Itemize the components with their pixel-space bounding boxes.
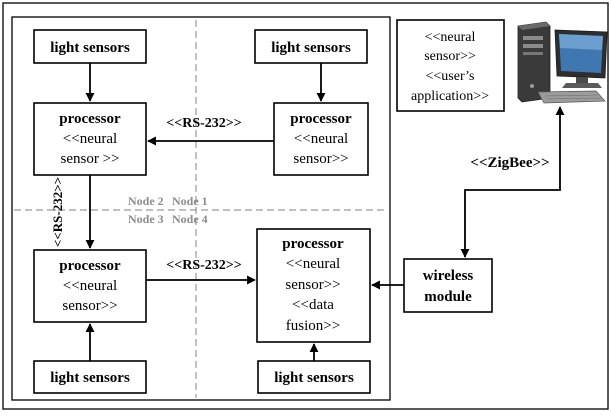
pc-app-line1: <<neural xyxy=(425,30,476,45)
rs232-label-bottom: <<RS-232>> xyxy=(166,258,241,273)
processor-line4-node-4: fusion>> xyxy=(286,318,340,334)
node-4-label: Node 4 xyxy=(172,212,208,226)
processor-box-node-1 xyxy=(273,102,369,176)
processor-line1-node-2: <<neural xyxy=(63,131,117,147)
processor-title-node-3: processor xyxy=(59,258,121,274)
processor-title-node-2: processor xyxy=(59,111,121,127)
processor-line2-node-2: sensor >> xyxy=(61,151,120,167)
node-3-label: Node 3 xyxy=(128,212,164,226)
processor-line3-node-4: <<data xyxy=(292,297,334,313)
pc-application-box xyxy=(396,19,505,112)
rs232-label-vertical: <<RS-232>> xyxy=(50,177,65,247)
processor-title-node-1: processor xyxy=(290,111,352,127)
processor-box-node-4 xyxy=(256,228,371,343)
processor-line2-node-3: sensor>> xyxy=(62,298,117,314)
node-2-label: Node 2 xyxy=(128,194,164,208)
light-sensors-label-bottom-left: light sensors xyxy=(50,370,130,386)
processor-line2-node-4: sensor>> xyxy=(285,277,340,293)
light-sensors-box-top-right xyxy=(254,29,368,64)
processor-line1-node-3: <<neural xyxy=(63,278,117,294)
light-sensors-label-top-left: light sensors xyxy=(50,40,130,56)
processor-box-node-2 xyxy=(33,102,147,176)
pc-app-line3: <<user’s xyxy=(426,69,475,84)
light-sensors-box-bottom-left xyxy=(33,360,147,394)
zigbee-label: <<ZigBee>> xyxy=(470,155,549,171)
arrow-zigbee-link xyxy=(460,106,565,258)
wireless-module-box xyxy=(403,258,493,313)
processor-title-node-4: processor xyxy=(282,236,344,252)
light-sensors-label-top-right: light sensors xyxy=(271,40,351,56)
processor-line2-node-1: sensor>> xyxy=(293,151,348,167)
rs232-label-top: <<RS-232>> xyxy=(166,116,241,131)
light-sensors-box-top-left xyxy=(33,29,147,64)
outer-frame xyxy=(2,2,609,410)
light-sensors-label-bottom-right: light sensors xyxy=(274,370,354,386)
desktop-computer-icon xyxy=(517,21,608,104)
processor-line1-node-1: <<neural xyxy=(294,131,348,147)
processor-line1-node-4: <<neural xyxy=(286,256,340,272)
wireless-module-line1: wireless xyxy=(423,268,474,284)
processor-box-node-3 xyxy=(33,249,147,323)
pc-app-line4: application>> xyxy=(411,89,489,104)
system-frame xyxy=(11,16,391,401)
node-1-label: Node 1 xyxy=(172,194,208,208)
wireless-module-line2: module xyxy=(424,289,472,305)
pc-app-line2: sensor>> xyxy=(424,49,476,64)
